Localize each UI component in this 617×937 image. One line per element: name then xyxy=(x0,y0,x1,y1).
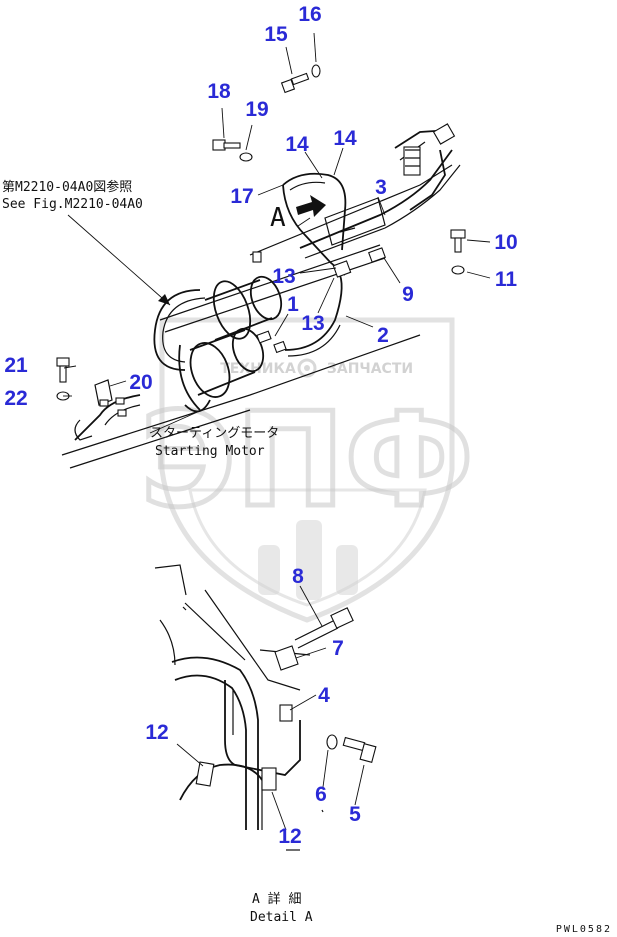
watermark-big-text: ЭПФ xyxy=(140,384,473,536)
watermark-shield xyxy=(159,317,455,623)
reference-note-jp: 第M2210-04A0図参照 xyxy=(2,179,132,195)
watermark-shield-inner xyxy=(188,488,427,607)
callout-19: 19 xyxy=(245,98,268,121)
detail-caption-en: Detail A xyxy=(250,910,313,925)
watermark-gear-icon xyxy=(297,358,317,378)
callout-14-left: 14 xyxy=(285,133,309,156)
callout-12-bottom: 12 xyxy=(278,825,301,848)
detail-a-drawing xyxy=(154,564,377,851)
callout-12-left: 12 xyxy=(145,721,168,744)
callouts: 16 15 18 19 14 14 17 3 10 11 9 13 1 13 2… xyxy=(4,3,517,848)
callout-2: 2 xyxy=(377,324,389,347)
text-labels: 第M2210-04A0図参照 See Fig.M2210-04A0 スターティン… xyxy=(2,179,612,935)
callout-22: 22 xyxy=(4,387,27,410)
detail-caption-jp: A 詳 細 xyxy=(252,891,301,907)
callout-13-upper: 13 xyxy=(272,265,295,288)
harness-drawing xyxy=(212,64,466,278)
watermark-wheat-icon xyxy=(258,520,358,600)
callout-5: 5 xyxy=(349,803,361,826)
callout-1: 1 xyxy=(287,293,299,316)
callout-7: 7 xyxy=(332,637,344,660)
callout-10: 10 xyxy=(494,231,517,254)
starting-motor-label-en: Starting Motor xyxy=(155,444,265,459)
view-arrow-icon xyxy=(296,195,326,217)
callout-3: 3 xyxy=(375,176,387,199)
callout-20: 20 xyxy=(129,371,152,394)
callout-11: 11 xyxy=(495,268,518,291)
callout-15: 15 xyxy=(264,23,288,46)
callout-17: 17 xyxy=(230,185,253,208)
callout-9: 9 xyxy=(402,283,414,306)
watermark-company-right: ЗАПЧАСТИ xyxy=(327,361,413,377)
detail-marker: A xyxy=(270,203,286,233)
reference-note-en: See Fig.M2210-04A0 xyxy=(2,197,143,212)
callout-13-lower: 13 xyxy=(301,312,324,335)
callout-4: 4 xyxy=(318,684,330,707)
callout-14-right: 14 xyxy=(333,127,357,150)
callout-8: 8 xyxy=(292,565,304,588)
callout-21: 21 xyxy=(4,354,28,377)
leader-lines xyxy=(63,32,491,831)
callout-6: 6 xyxy=(315,783,327,806)
callout-16: 16 xyxy=(298,3,321,26)
starting-motor-drawing xyxy=(56,244,421,469)
starting-motor-label-jp: スターティングモータ xyxy=(150,426,279,441)
callout-18: 18 xyxy=(207,80,231,103)
drawing-code: PWL0582 xyxy=(556,924,612,935)
